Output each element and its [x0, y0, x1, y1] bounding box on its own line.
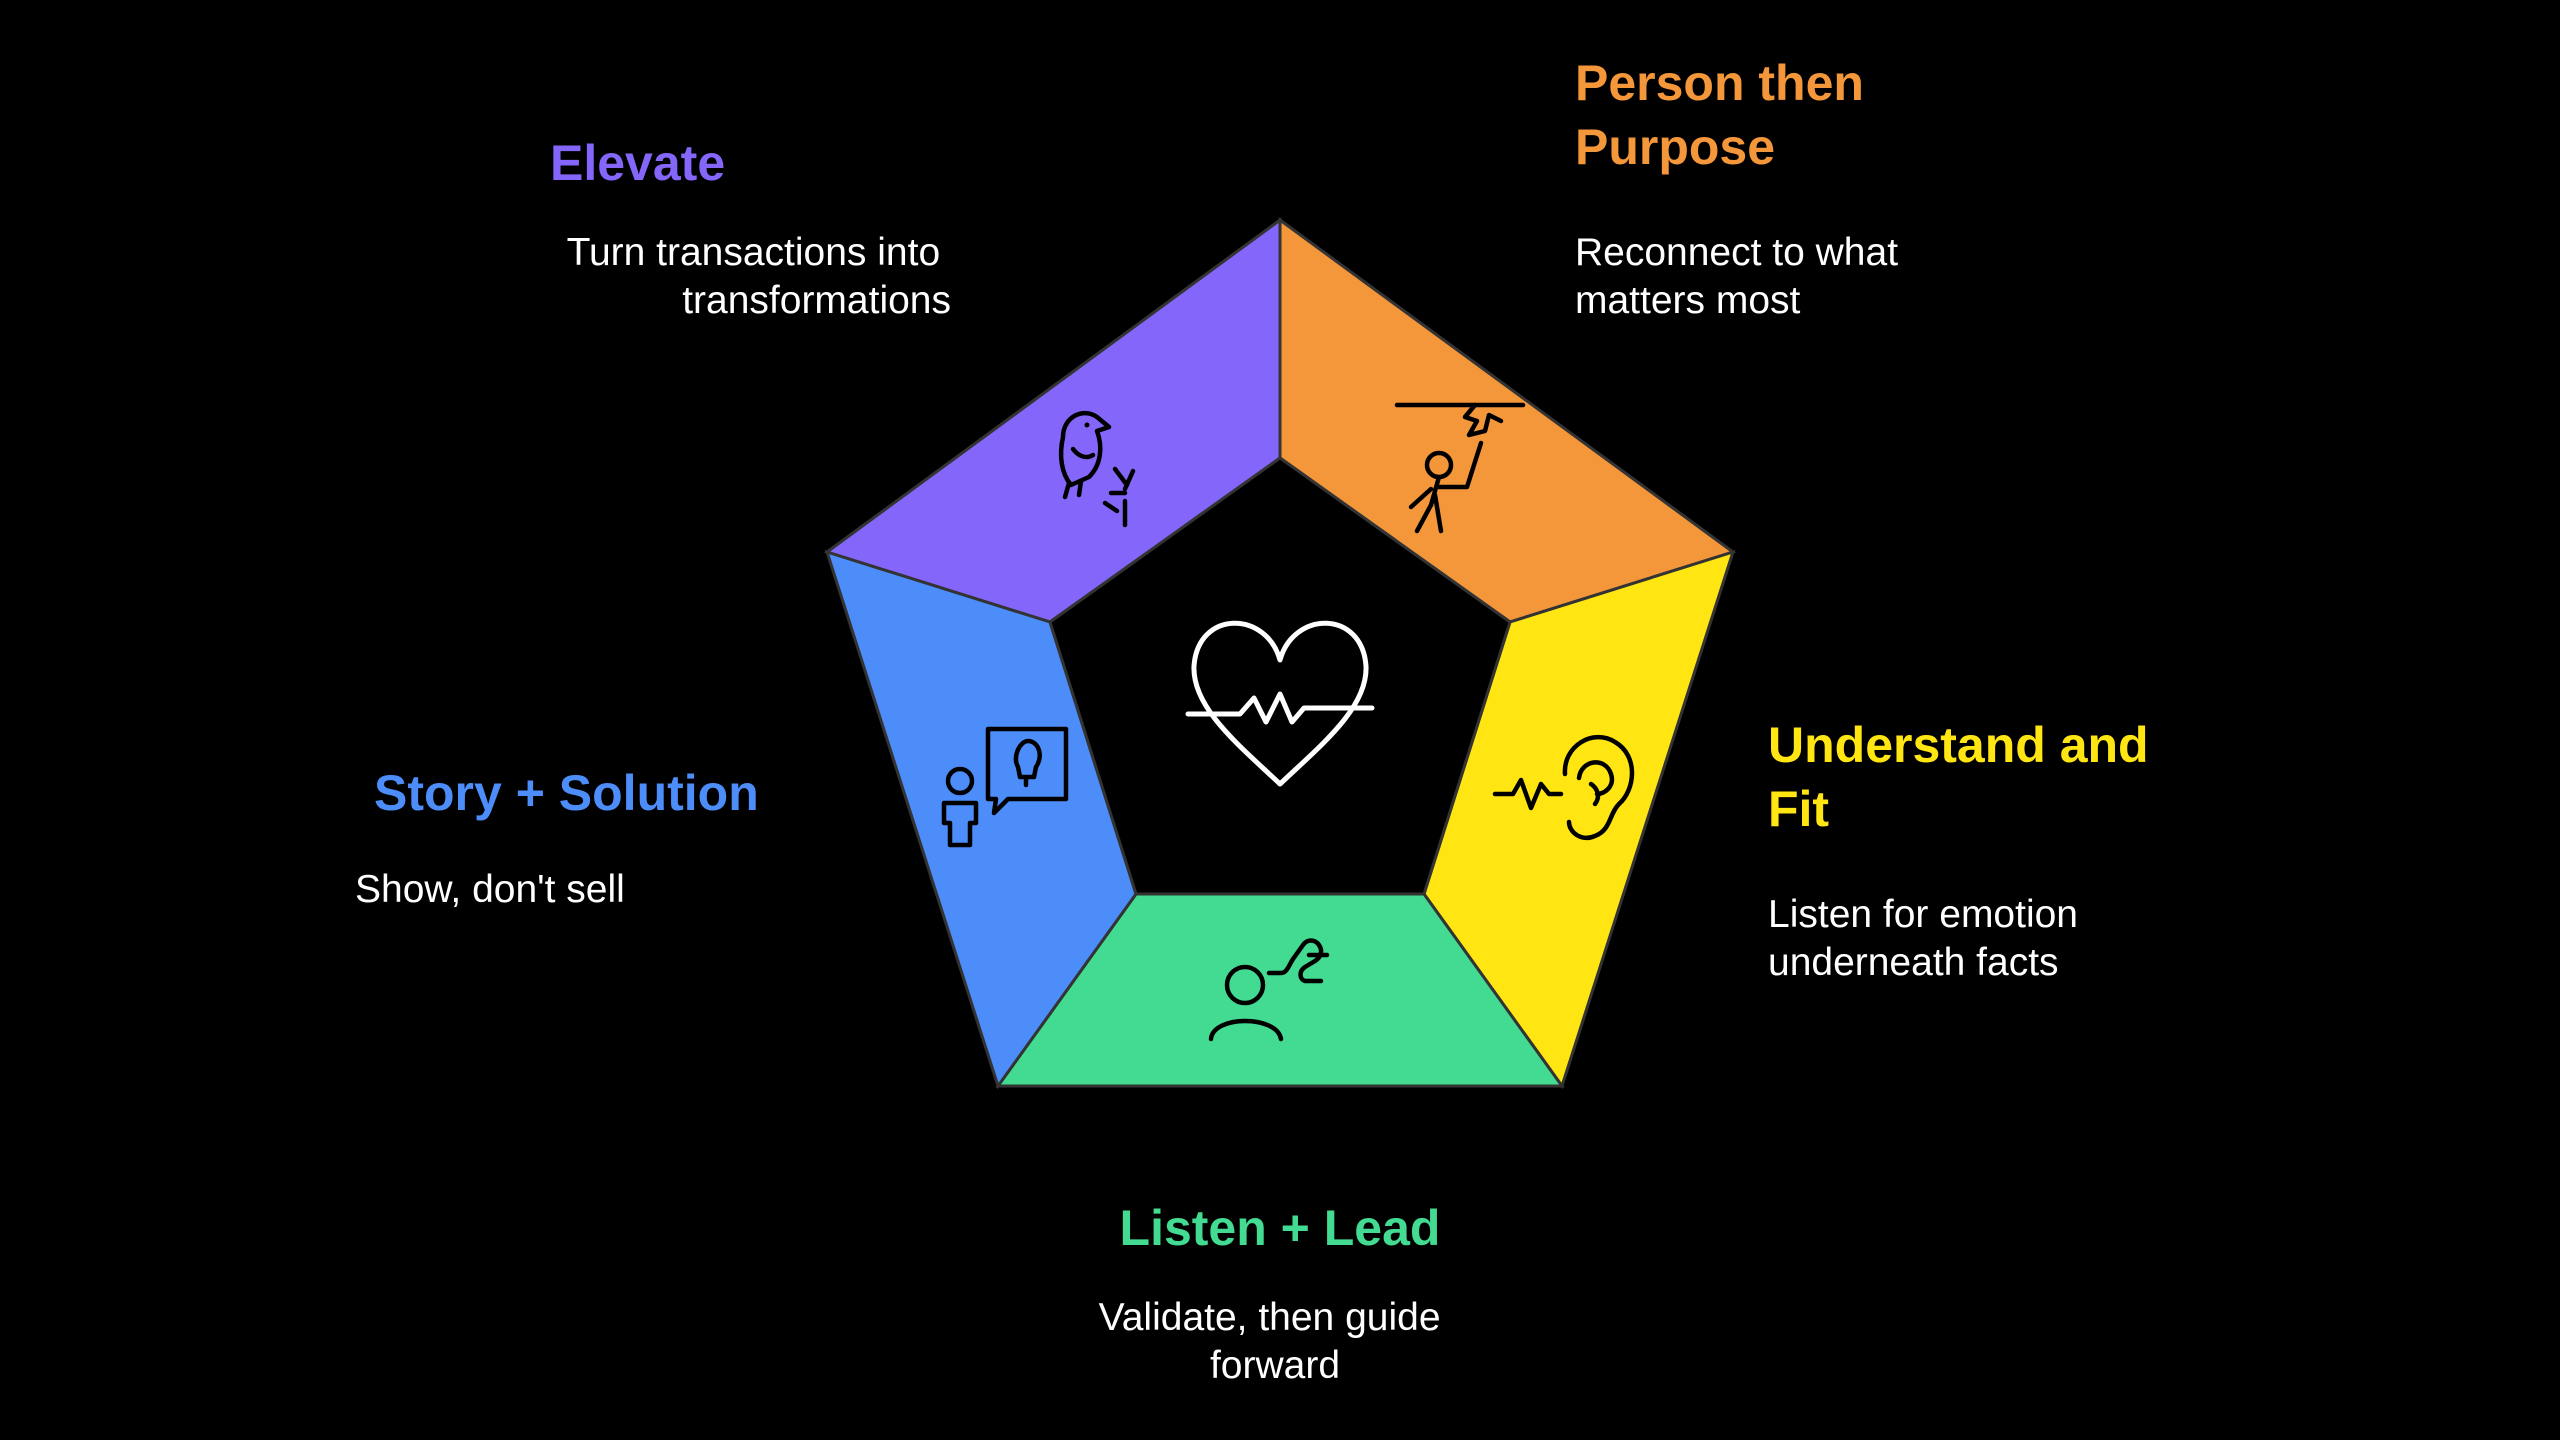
desc-line: Turn transactions into — [567, 231, 941, 274]
desc-line: forward — [1210, 1344, 1340, 1387]
title-line: Elevate — [550, 135, 725, 191]
bird-singing-icon — [1058, 410, 1136, 528]
title-listen-lead: Listen + Lead — [1120, 1200, 1441, 1256]
title-line: Purpose — [1575, 119, 1775, 175]
title-story-solution: Story + Solution — [374, 765, 759, 821]
desc-listen-lead: Validate, then guide forward — [1099, 1296, 1452, 1387]
title-line: Story + Solution — [374, 765, 759, 821]
title-line: Fit — [1768, 781, 1829, 837]
title-understand-fit: Understand and Fit — [1768, 717, 2163, 837]
desc-line: Listen for emotion — [1768, 893, 2078, 936]
title-line: Understand and — [1768, 717, 2149, 773]
person-path-icon — [1208, 938, 1330, 1042]
label-elevate: Elevate Turn transactions into transform… — [550, 135, 951, 322]
desc-story-solution: Show, don't sell — [355, 868, 625, 911]
desc-person-purpose: Reconnect to what matters most — [1575, 231, 1909, 322]
desc-line: Reconnect to what — [1575, 231, 1898, 274]
person-idea-bubble-icon — [941, 726, 1069, 848]
label-listen-lead: Listen + Lead Validate, then guide forwa… — [1099, 1200, 1452, 1387]
desc-line: Show, don't sell — [355, 868, 625, 911]
title-line: Person then — [1575, 55, 1864, 111]
pentagon-segments — [823, 217, 1737, 1090]
title-person-purpose: Person then Purpose — [1575, 55, 1878, 175]
center-pentagon — [1048, 456, 1512, 896]
desc-elevate: Turn transactions into transformations — [567, 231, 951, 322]
heart-pulse-icon — [1185, 620, 1375, 787]
label-understand-fit: Understand and Fit Listen for emotion un… — [1768, 717, 2163, 984]
title-line: Listen + Lead — [1120, 1200, 1441, 1256]
desc-line: matters most — [1575, 279, 1801, 322]
label-person-purpose: Person then Purpose Reconnect to what ma… — [1575, 55, 1909, 322]
person-climbing-icon — [1394, 402, 1526, 534]
ear-listening-icon — [1492, 735, 1635, 840]
desc-line: underneath facts — [1768, 941, 2059, 984]
title-elevate: Elevate — [550, 135, 725, 191]
label-story-solution: Story + Solution Show, don't sell — [355, 765, 759, 911]
desc-line: transformations — [682, 279, 951, 322]
desc-understand-fit: Listen for emotion underneath facts — [1768, 893, 2089, 984]
desc-line: Validate, then guide — [1099, 1296, 1441, 1339]
